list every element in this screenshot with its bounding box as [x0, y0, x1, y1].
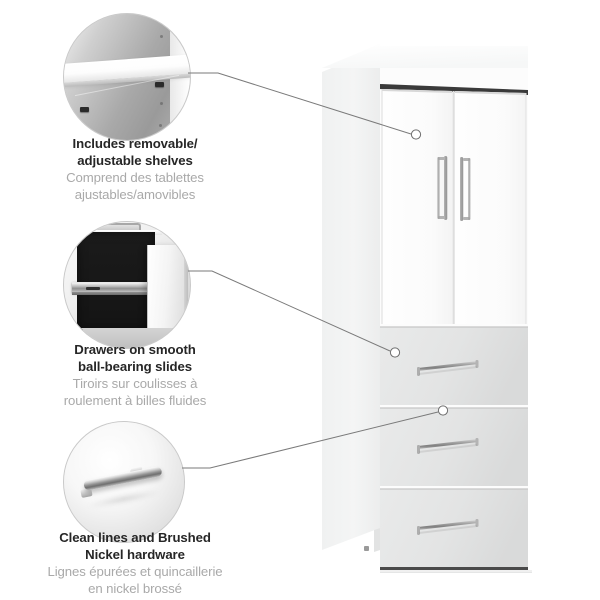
- callout-image-shelves: [63, 13, 191, 141]
- cabinet-top-surface: [322, 44, 528, 68]
- top-drawer[interactable]: [380, 326, 528, 405]
- drawer-front-edge: [184, 244, 189, 328]
- right-door-handle[interactable]: [460, 157, 471, 221]
- cabinet-illustration: [322, 44, 532, 597]
- top-drawer-handle[interactable]: [417, 360, 479, 376]
- shelf-peg-hole-2: [159, 102, 163, 106]
- cabinet-foot-rear: [364, 546, 369, 551]
- ball-bearing-slide-lower: [71, 291, 165, 296]
- open-drawer-cavity: [76, 232, 155, 331]
- shelf-pin-left: [80, 107, 90, 113]
- shelf-peg-hole-1: [159, 35, 163, 39]
- extended-drawer-front: [147, 244, 187, 328]
- callout-image-hardware: [63, 421, 185, 543]
- door-center-gap: [452, 91, 455, 324]
- left-door-handle[interactable]: [437, 156, 448, 220]
- callout-title-en-drawer-slides: Drawers on smooth ball-bearing slides: [74, 342, 196, 374]
- callout-title-fr-drawer-slides: Tiroirs sur coulisses à roulement à bill…: [63, 375, 207, 408]
- product-image-storage-cabinet: [318, 28, 540, 597]
- bottom-drawer[interactable]: [380, 488, 528, 567]
- callout-image-drawer-slides: [63, 221, 191, 349]
- slide-photo-floor: [64, 327, 190, 348]
- callout-title-fr-hardware: Lignes épurées et quincaillerie en nicke…: [47, 563, 223, 596]
- right-door[interactable]: [455, 91, 527, 324]
- callout-title-en-shelves: Includes removable/ adjustable shelves: [72, 136, 198, 168]
- bottom-reveal-shadow: [380, 567, 528, 570]
- callout-title-en-hardware: Clean lines and Brushed Nickel hardware: [59, 530, 211, 562]
- callout-text-shelves: Includes removable/ adjustable shelves C…: [15, 136, 255, 204]
- middle-drawer[interactable]: [380, 407, 528, 486]
- callout-title-fr-shelves: Comprend des tablettes ajustables/amovib…: [66, 169, 204, 202]
- reference-drawer-handle: [94, 223, 142, 233]
- shelf-peg-hole-3: [158, 123, 162, 127]
- bottom-drawer-handle[interactable]: [417, 519, 479, 535]
- shelf-pin-right: [154, 82, 164, 88]
- cabinet-left-side-panel: [322, 44, 380, 550]
- callout-text-drawer-slides: Drawers on smooth ball-bearing slides Ti…: [15, 342, 255, 410]
- ball-bearing-slide-upper: [71, 282, 165, 293]
- callout-text-hardware: Clean lines and Brushed Nickel hardware …: [12, 530, 258, 598]
- left-door[interactable]: [381, 89, 452, 324]
